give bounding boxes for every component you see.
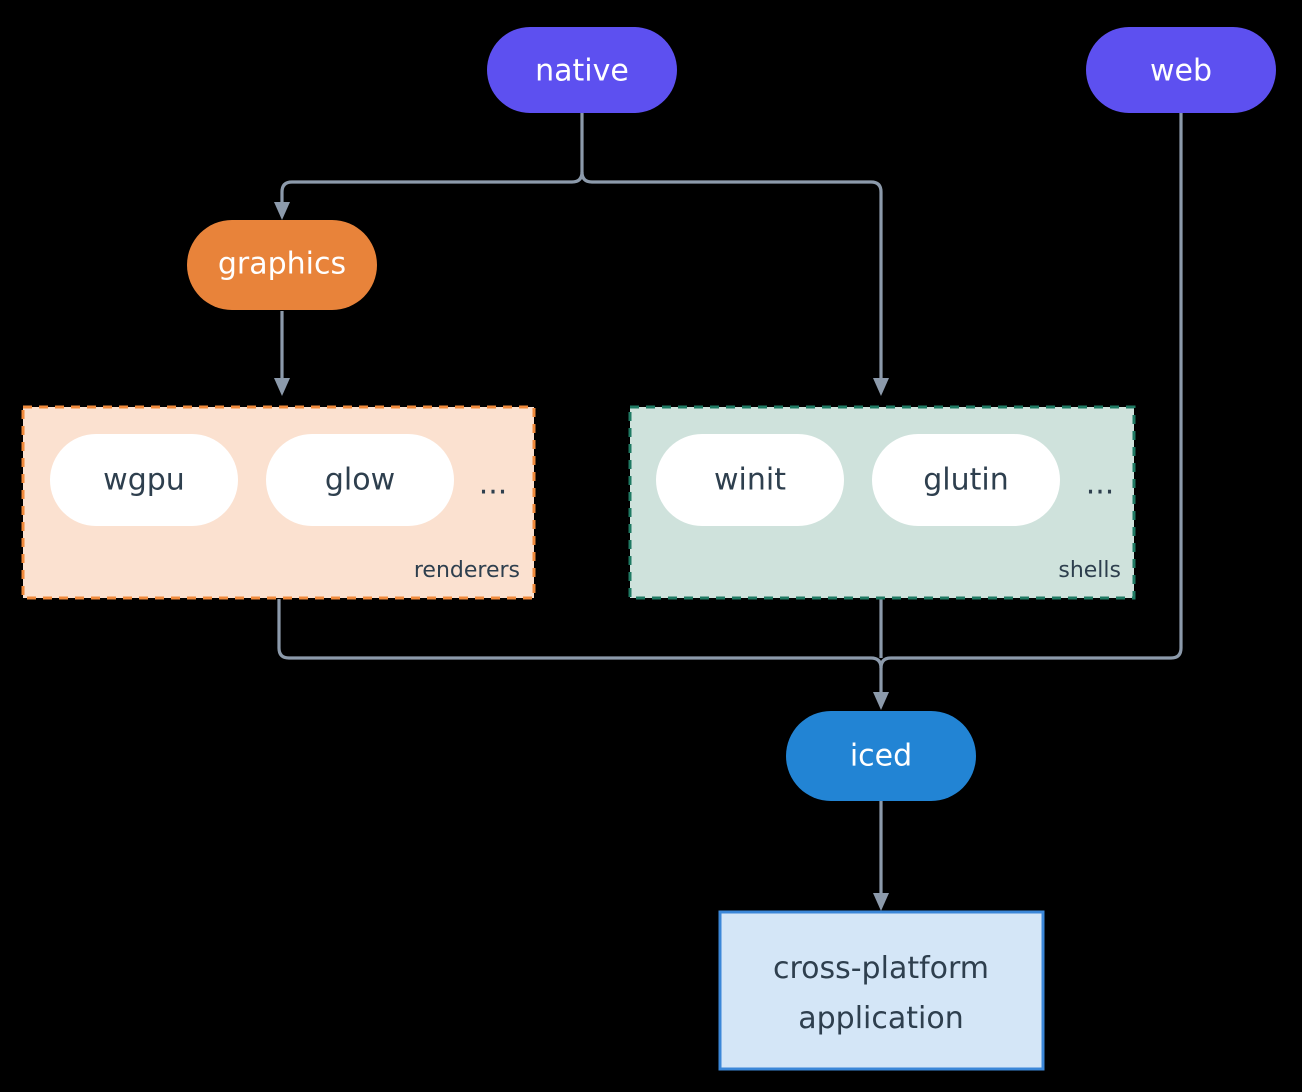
node-iced-label: iced: [850, 739, 912, 774]
chip-glutin-shape: [872, 434, 1060, 526]
arrowhead-native-graphics: [274, 202, 290, 220]
chip-winit[interactable]: winit: [656, 434, 844, 526]
node-application[interactable]: cross-platform application: [718, 910, 1045, 1071]
edge-native-to-graphics: [280, 171, 584, 206]
arrowhead-iced-application: [873, 893, 889, 911]
chip-glow-shape: [266, 434, 454, 526]
chip-wgpu[interactable]: wgpu: [50, 434, 238, 526]
node-iced[interactable]: iced: [786, 711, 976, 801]
renderers-ellipsis: ...: [479, 467, 508, 502]
group-renderers-label: renderers: [414, 558, 520, 583]
group-renderers: wgpu glow ... renderers: [21, 405, 536, 600]
node-graphics-shape: [187, 220, 377, 310]
node-graphics-label: graphics: [218, 247, 346, 282]
arrowhead-graphics-renderers: [274, 378, 290, 396]
chip-glutin[interactable]: glutin: [872, 434, 1060, 526]
chip-winit-shape: [656, 434, 844, 526]
edge-web-to-iced: [891, 112, 1183, 660]
edge-renderers-to-iced: [277, 599, 871, 660]
chip-wgpu-shape: [50, 434, 238, 526]
edge-bus-to-iced: [870, 656, 883, 695]
node-application-label-line2: application: [798, 1001, 963, 1036]
node-web-label: web: [1150, 54, 1212, 89]
shells-ellipsis: ...: [1086, 467, 1115, 502]
node-iced-shape: [786, 711, 976, 801]
node-application-label-line1: cross-platform: [773, 951, 989, 986]
chip-wgpu-label: wgpu: [103, 463, 185, 498]
node-web[interactable]: web: [1086, 27, 1276, 113]
node-web-shape: [1086, 27, 1276, 113]
chip-glow[interactable]: glow: [266, 434, 454, 526]
node-native-label: native: [535, 54, 629, 89]
chip-glutin-label: glutin: [923, 463, 1009, 498]
edge-native-to-shells: [580, 171, 883, 381]
connector-layer: [274, 112, 1183, 911]
node-native[interactable]: native: [487, 27, 677, 113]
chip-winit-label: winit: [714, 463, 786, 498]
arrowhead-bus-iced: [873, 692, 889, 710]
node-graphics[interactable]: graphics: [187, 220, 377, 310]
chip-glow-label: glow: [325, 463, 395, 498]
group-shells-label: shells: [1058, 558, 1121, 583]
node-native-shape: [487, 27, 677, 113]
edge-bus-to-iced-right: [879, 656, 892, 669]
node-application-shape: [718, 910, 1045, 1071]
group-shells: winit glutin ... shells: [628, 405, 1136, 600]
arrowhead-native-shells: [873, 378, 889, 396]
